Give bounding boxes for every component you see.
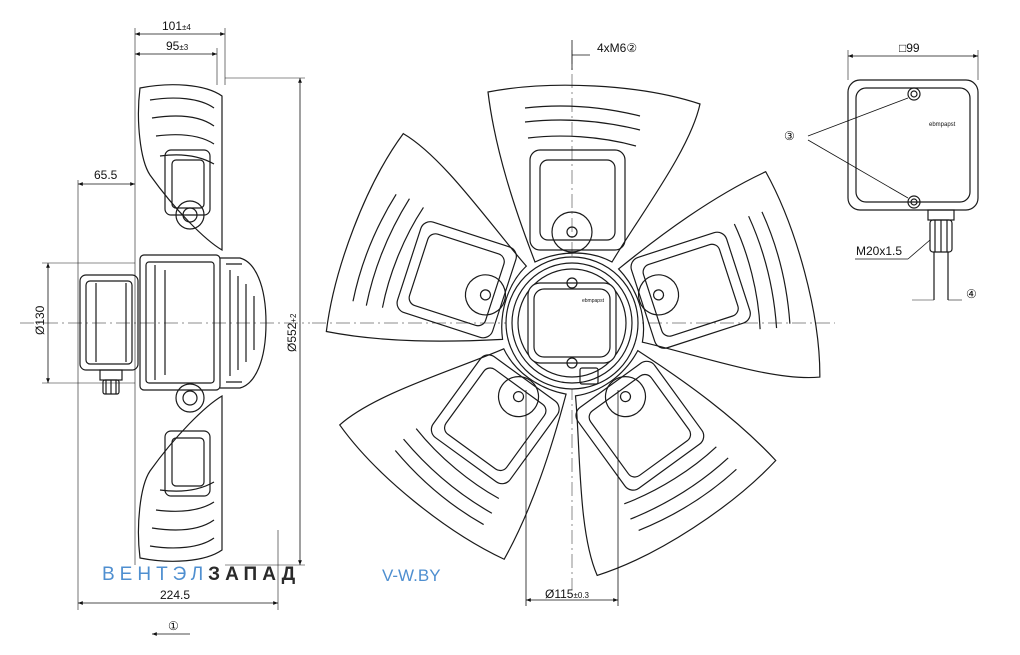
watermark: ВЕНТЭЛЗАПАД — [102, 564, 300, 586]
terminal-box-labels: □99 ③ M20x1.5 ④ ebmpapst — [784, 41, 977, 301]
dim-65-5: 65.5 — [94, 168, 118, 182]
front-dimension-labels: 4xM6② Ø115±0.3 ebmpapst — [545, 41, 637, 601]
dim-box-99: □99 — [899, 41, 920, 55]
dim-101: 101±4 — [162, 19, 191, 33]
front-view — [312, 50, 835, 590]
gland-label: M20x1.5 — [856, 244, 902, 258]
dim-552: Ø552+2 — [285, 313, 299, 352]
side-dimensions — [46, 32, 302, 636]
side-dimension-labels: 101±4 95±3 65.5 Ø130 Ø552+2 224.5 ① — [33, 19, 299, 633]
dim-130: Ø130 — [33, 305, 47, 335]
dim-224-5: 224.5 — [160, 588, 190, 602]
front-dimensions — [525, 40, 619, 606]
blade — [574, 349, 777, 577]
ref-4-marker: ④ — [966, 287, 977, 301]
watermark-part-a: ВЕНТЭЛ — [102, 564, 209, 585]
blade — [325, 132, 528, 342]
hub-terminal-cover — [527, 282, 617, 364]
blade — [338, 348, 567, 561]
impeller-blades — [325, 84, 821, 577]
dim-hub-115: Ø115±0.3 — [545, 587, 590, 601]
ref-3-marker: ③ — [784, 129, 795, 143]
blade — [487, 84, 701, 263]
dim-95: 95±3 — [166, 39, 189, 53]
hub-brand-label: ebmpapst — [582, 298, 605, 304]
terminal-box-detail — [847, 50, 979, 301]
side-view — [20, 28, 310, 610]
airflow-marker: ① — [168, 619, 179, 633]
box-brand-label: ebmpapst — [929, 122, 956, 128]
blade — [617, 170, 821, 379]
watermark-part-b: ЗАПАД — [208, 564, 301, 585]
dim-holes: 4xM6② — [597, 41, 637, 55]
watermark-site: V-W.BY — [382, 566, 441, 585]
terminal-box-dimensions — [807, 54, 978, 260]
